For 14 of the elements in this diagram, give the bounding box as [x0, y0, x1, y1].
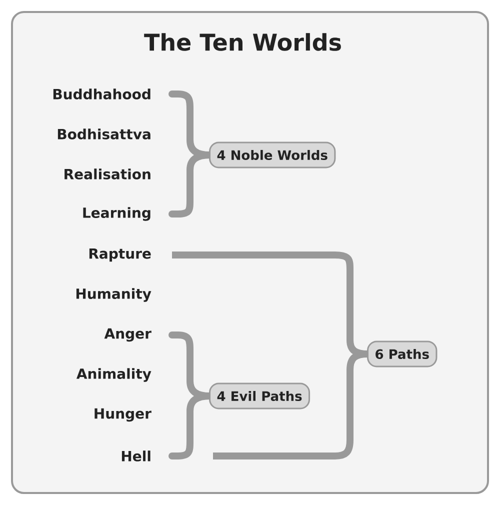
world-name: Bodhisattva	[58, 128, 150, 140]
world-name: Rapture	[89, 248, 151, 262]
title: The Ten Worlds	[144, 33, 341, 51]
world-name: Humanity	[76, 288, 152, 302]
world-name: Anger	[104, 328, 152, 342]
world-name: Hell	[122, 450, 150, 462]
group-pill: 4 Evil Paths	[209, 382, 310, 410]
group-pill: 6 Paths	[367, 340, 438, 368]
world-name: Hunger	[94, 408, 152, 422]
world-name: Learning	[83, 207, 150, 221]
world-name: Realisation	[64, 168, 150, 180]
world-name: Buddhahood	[53, 88, 150, 100]
group-pill: 4 Noble Worlds	[209, 142, 336, 168]
world-name: Animality	[76, 368, 152, 382]
